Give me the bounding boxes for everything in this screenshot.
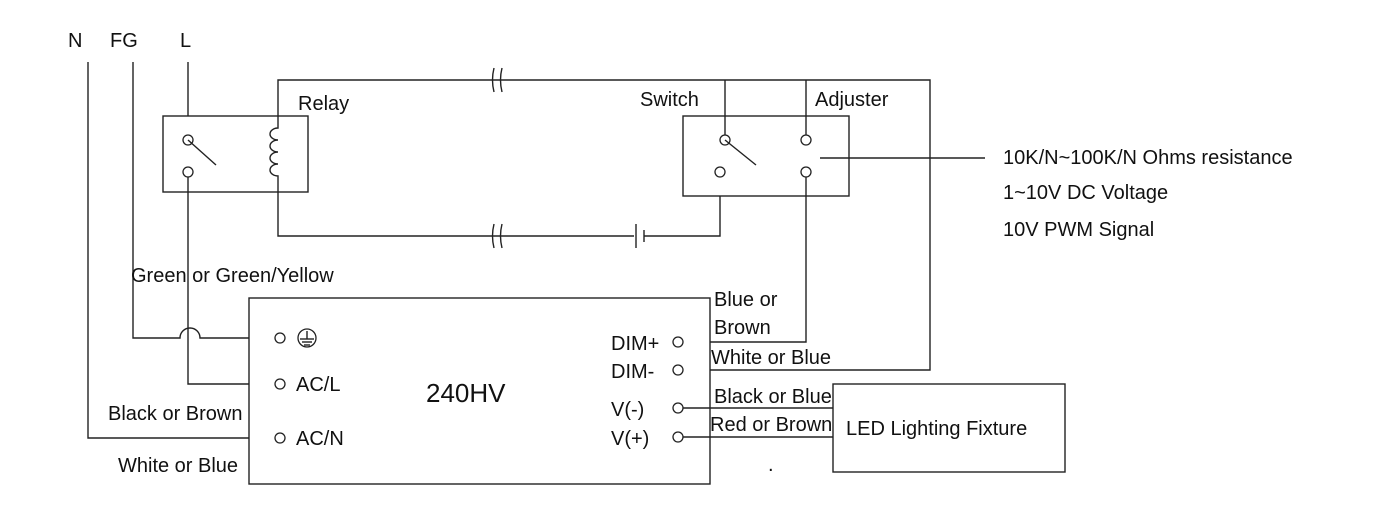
dim-minus-wire-color: White or Blue (711, 347, 831, 369)
v-minus-terminal (672, 402, 684, 414)
dim-plus-label: DIM+ (611, 333, 659, 355)
adjuster-label: Adjuster (815, 89, 889, 111)
ac-n-terminal (274, 432, 286, 444)
relay-coil-icon (269, 120, 279, 188)
terminal-label-n: N (68, 30, 82, 52)
v-minus-wire-color: Black or Blue (714, 386, 832, 408)
adjuster-contact-bottom (800, 166, 812, 178)
terminal-label-fg: FG (110, 30, 138, 52)
n-wire-color: White or Blue (118, 455, 238, 477)
l-wire-out (187, 177, 275, 385)
v-minus-label: V(-) (611, 399, 644, 421)
fg-wire-color: Green or Green/Yellow (131, 265, 334, 287)
signal-option-3: 10V PWM Signal (1003, 219, 1154, 241)
fg-terminal (274, 332, 286, 344)
relay-box (162, 115, 309, 193)
switch-arm (724, 139, 757, 166)
relay-label: Relay (298, 93, 349, 115)
dim-plus-terminal (672, 336, 684, 348)
switch-contact-bottom (714, 166, 726, 178)
l-wire-color: Black or Brown (108, 403, 243, 425)
coil-bottom-wire (277, 188, 634, 237)
relay-switch-arm (187, 139, 217, 166)
ground-icon (297, 328, 317, 348)
signal-option-2: 1~10V DC Voltage (1003, 182, 1168, 204)
ac-l-label: AC/L (296, 374, 340, 396)
driver-box (248, 297, 711, 485)
led-fixture-label: LED Lighting Fixture (846, 418, 1027, 440)
dim-minus-label: DIM- (611, 361, 654, 383)
ac-n-label: AC/N (296, 428, 344, 450)
dim-plus-wire-color-1: Blue or (714, 289, 778, 311)
fg-wire (132, 62, 275, 339)
coil-top-wire (277, 79, 931, 371)
stray-mark: . (768, 454, 774, 476)
v-plus-wire-color: Red or Brown (710, 414, 832, 436)
terminal-label-l: L (180, 30, 191, 52)
dim-plus-wire (683, 177, 807, 343)
led-fixture-box (832, 383, 1066, 473)
dim-minus-terminal (672, 364, 684, 376)
wire-break-bottom-icon (491, 223, 503, 249)
n-wire (87, 62, 275, 439)
driver-title: 240HV (426, 378, 506, 408)
v-plus-label: V(+) (611, 428, 649, 450)
relay-contact-bottom (182, 166, 194, 178)
dim-plus-wire-color-2: Brown (714, 317, 771, 339)
v-plus-terminal (672, 431, 684, 443)
battery-to-switch-wire (644, 178, 721, 237)
adjuster-contact-top (800, 134, 812, 146)
switch-label: Switch (640, 89, 699, 111)
signal-option-1: 10K/N~100K/N Ohms resistance (1003, 147, 1293, 169)
ac-l-terminal (274, 378, 286, 390)
wire-break-top-icon (491, 67, 503, 93)
switch-adjuster-box (682, 115, 850, 197)
